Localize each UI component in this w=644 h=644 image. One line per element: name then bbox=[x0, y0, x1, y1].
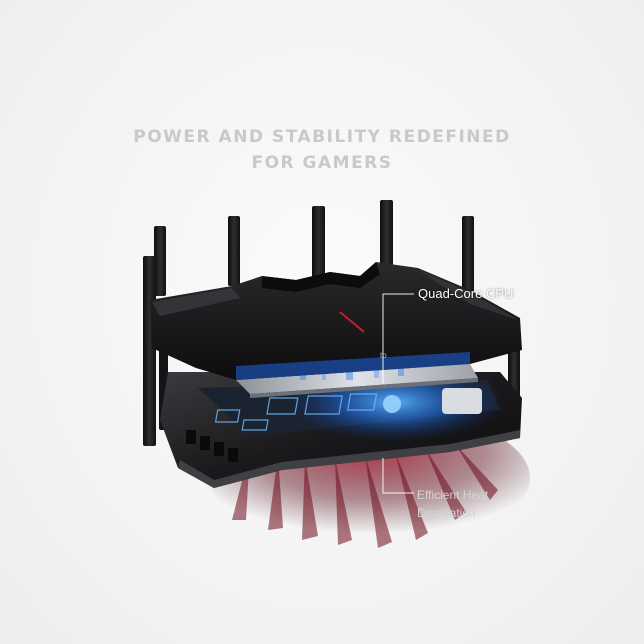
heat-streaks bbox=[232, 444, 498, 548]
heatsink-plate bbox=[236, 364, 478, 394]
router-base-rim bbox=[178, 430, 520, 488]
heat-callout-line bbox=[382, 458, 414, 494]
cover-underside-glow bbox=[236, 352, 470, 380]
fan-module bbox=[442, 388, 482, 414]
heat-callout-label: Efficient Heat Dissipation bbox=[417, 486, 488, 522]
heatsink-plate-edge bbox=[250, 378, 478, 398]
cpu-callout-label: Quad-Core CPU bbox=[418, 286, 514, 301]
heat-callout-line-2: Dissipation bbox=[417, 506, 476, 520]
antenna bbox=[228, 216, 240, 286]
headline: POWER AND STABILITY REDEFINED FOR GAMERS bbox=[0, 124, 644, 176]
callout-lines bbox=[382, 293, 414, 494]
antenna bbox=[154, 226, 166, 296]
headline-line-1: POWER AND STABILITY REDEFINED bbox=[133, 127, 511, 147]
antenna bbox=[380, 200, 393, 272]
top-cover-ridge bbox=[262, 262, 380, 292]
headline-line-2: FOR GAMERS bbox=[251, 153, 393, 173]
top-cover-highlight bbox=[418, 270, 518, 320]
antenna bbox=[462, 216, 474, 302]
router-top-cover bbox=[150, 262, 522, 380]
cpu-callout-line bbox=[382, 293, 414, 384]
red-accent bbox=[339, 311, 365, 333]
cpu-chip bbox=[383, 395, 401, 413]
antenna bbox=[143, 256, 156, 446]
side-ports bbox=[186, 430, 238, 462]
heat-callout-line-1: Efficient Heat bbox=[417, 488, 489, 502]
board-components bbox=[214, 393, 378, 431]
top-cover-highlight bbox=[152, 288, 240, 316]
antenna bbox=[312, 206, 325, 278]
brand-logo: tp bbox=[380, 351, 387, 360]
